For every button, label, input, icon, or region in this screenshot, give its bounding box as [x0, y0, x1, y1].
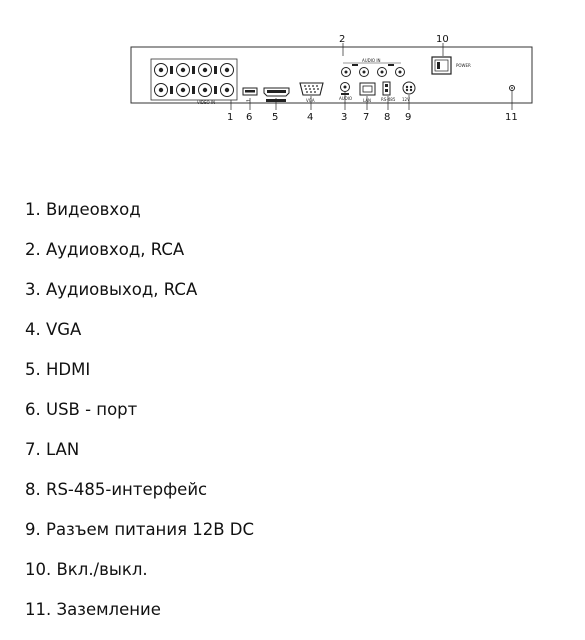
- video-in-label: VIDEO IN: [197, 100, 215, 105]
- callout-8: 8: [384, 112, 390, 123]
- callout-3: 3: [341, 112, 347, 123]
- callout-5: 5: [272, 112, 278, 123]
- callout-lines: [230, 43, 513, 110]
- vga-port: VGA: [299, 82, 324, 103]
- power-input-port: 12V: [402, 81, 416, 102]
- audio-in-label: AUDIO IN: [362, 58, 381, 63]
- ground-terminal: [509, 85, 515, 91]
- callout-9: 9: [405, 112, 411, 123]
- legend-list: 1. Видеовход 2. Аудиовход, RCA 3. Аудиов…: [25, 200, 254, 640]
- legend-item-usb: 6. USB - порт: [25, 400, 138, 419]
- legend-item-power-input: 9. Разъем питания 12В DC: [25, 520, 255, 539]
- power-switch-label: POWER: [456, 63, 471, 68]
- hdmi-port: [263, 87, 290, 102]
- legend-item-lan: 7. LAN: [25, 440, 80, 459]
- chassis-back-panel: [130, 46, 533, 104]
- callout-2: 2: [339, 34, 345, 45]
- video-in-ports: VIDEO IN: [150, 58, 238, 105]
- legend-item-rs485: 8. RS-485-интерфейс: [25, 480, 208, 499]
- legend-item-hdmi: 5. HDMI: [25, 360, 91, 379]
- power-input-label: 12V: [402, 97, 410, 102]
- callout-6: 6: [246, 112, 252, 123]
- rear-panel-diagram: VIDEO IN ⭠ VGA AUDIO IN: [130, 34, 533, 123]
- audio-out-label: AUDIO: [339, 96, 352, 101]
- legend-item-audio-out: 3. Аудиовыход, RCA: [25, 280, 198, 299]
- callout-4: 4: [307, 112, 313, 123]
- usb-icon: ⭠: [246, 98, 250, 104]
- legend-item-power-switch: 10. Вкл./выкл.: [25, 560, 148, 579]
- legend-item-audio-in: 2. Аудиовход, RCA: [25, 240, 185, 259]
- vga-label: VGA: [306, 98, 315, 103]
- rs485-label: RS-485: [381, 97, 396, 102]
- callout-1: 1: [227, 112, 233, 123]
- usb-port: ⭠: [242, 87, 258, 104]
- callout-7: 7: [363, 112, 369, 123]
- legend-item-video-in: 1. Видеовход: [25, 200, 141, 219]
- legend-item-ground: 11. Заземление: [25, 600, 161, 619]
- legend-item-vga: 4. VGA: [25, 320, 82, 339]
- callout-10: 10: [436, 34, 449, 45]
- power-switch: POWER: [431, 56, 471, 75]
- callout-11: 11: [505, 112, 518, 123]
- rs485-port: RS-485: [381, 81, 396, 102]
- audio-in-ports: AUDIO IN: [341, 58, 405, 77]
